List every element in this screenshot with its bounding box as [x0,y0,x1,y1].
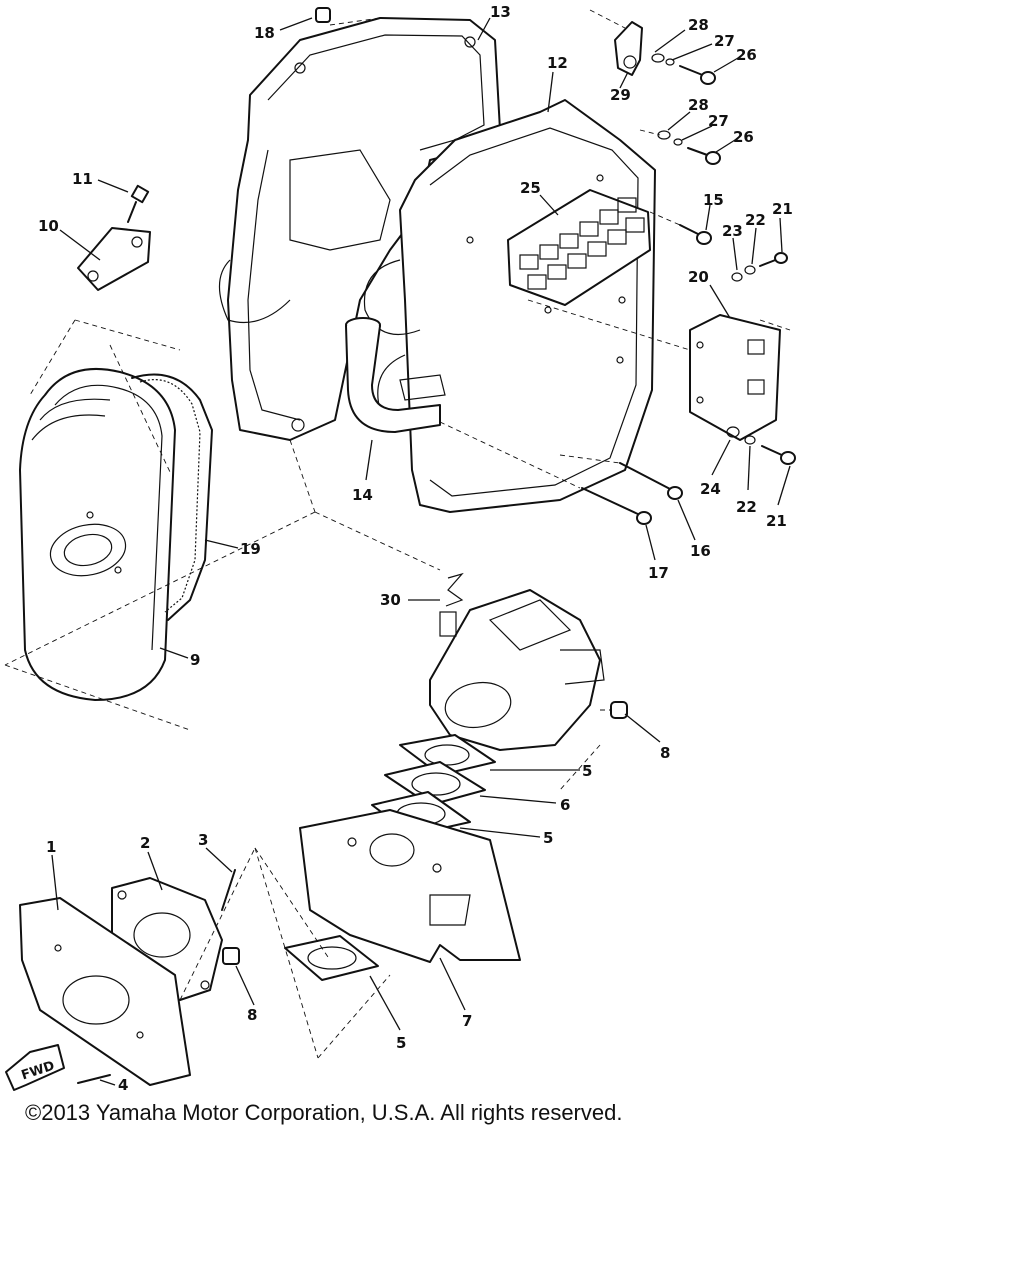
callout-17: 17 [648,564,669,582]
callout-2: 2 [140,834,150,852]
callout-21-upper: 21 [772,200,793,218]
part-20-plate [689,314,781,441]
exploded-parts-diagram: FWD [4,3,796,1094]
part-13-rear-housing [218,17,501,441]
part-18-nut [315,7,331,23]
fastener-group-right-upper [731,252,788,282]
callout-10: 10 [38,217,59,235]
callout-11: 11 [72,170,93,188]
callout-26-middle: 26 [733,128,754,146]
part-19-element [131,373,213,621]
part-25-rectifier [507,189,651,306]
callout-18: 18 [254,24,275,42]
callout-5-middle: 5 [543,829,553,847]
callout-30: 30 [380,591,401,609]
callout-5-lower: 5 [396,1034,406,1052]
callout-26-upper: 26 [736,46,757,64]
callout-13: 13 [490,3,511,21]
callout-19: 19 [240,540,261,558]
part-9-silencer [19,368,176,701]
part-11-screw [127,184,150,223]
callout-3: 3 [198,831,208,849]
fastener-group-middle [657,130,721,165]
callouts: 18 13 12 28 27 26 29 28 27 26 11 10 25 1… [38,3,793,1094]
part-8-nut-lower [222,947,240,965]
callout-6: 6 [560,796,570,814]
callout-28-upper: 28 [688,16,709,34]
callout-27-middle: 27 [708,112,729,130]
part-29-clamp [614,21,643,76]
callout-4: 4 [118,1076,128,1094]
callout-14: 14 [352,486,373,504]
part-10-bracket [77,227,151,291]
callout-1: 1 [46,838,56,856]
callout-8-upper: 8 [660,744,670,762]
fwd-arrow-icon: FWD [5,1044,65,1091]
callout-23: 23 [722,222,743,240]
callout-20: 20 [688,268,709,286]
callout-29: 29 [610,86,631,104]
part-3-stud [221,869,236,911]
part-16-bolt [619,462,683,500]
callout-16: 16 [690,542,711,560]
callout-25: 25 [520,179,541,197]
callout-22-upper: 22 [745,211,766,229]
fastener-group-upper [651,53,716,85]
callout-5-upper: 5 [582,762,592,780]
part-30-spring-clip [445,572,464,607]
part-14-pipe [345,317,446,433]
part-4-stud [77,1074,111,1084]
gasket-stack [371,734,496,836]
fastener-group-right-lower [726,426,796,465]
callout-8-lower: 8 [247,1006,257,1024]
part-17-bolt [581,487,652,525]
callout-15: 15 [703,191,724,209]
callout-24: 24 [700,480,721,498]
part-8-nut-upper [610,701,628,719]
callout-22-lower: 22 [736,498,757,516]
reference-lines [4,9,791,1059]
callout-28-middle: 28 [688,96,709,114]
part-5-lower-gasket [284,935,379,981]
callout-9: 9 [190,651,200,669]
callout-21-lower: 21 [766,512,787,530]
part-1-base-plate [19,897,191,1086]
carburetor-assembly [429,589,605,751]
leader-lines [51,17,791,1086]
part-15-bolt [679,224,712,245]
callout-12: 12 [547,54,568,72]
callout-7: 7 [462,1012,472,1030]
callout-27-upper: 27 [714,32,735,50]
part-7-plate [299,809,521,963]
copyright-notice: ©2013 Yamaha Motor Corporation, U.S.A. A… [25,1100,623,1125]
